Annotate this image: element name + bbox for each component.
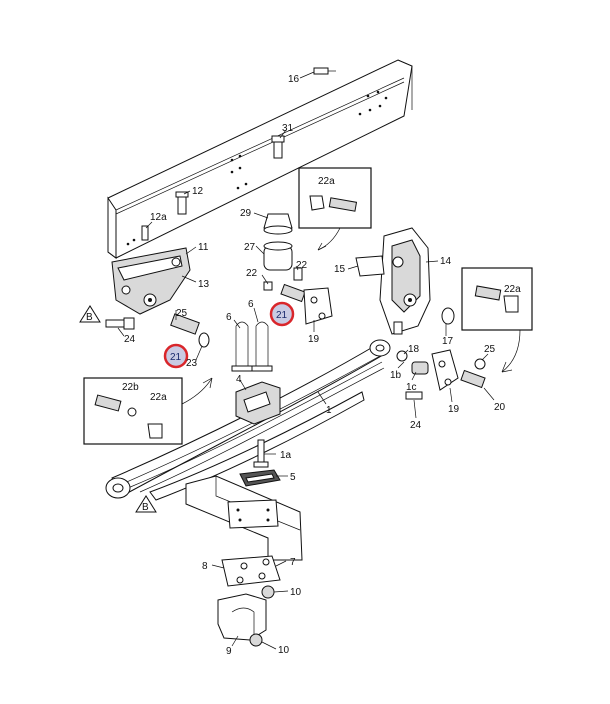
center-bolts: [263, 267, 306, 303]
front-shackle-bolt: [105, 313, 210, 348]
clamp-plate-7-8: [221, 555, 281, 587]
inset-right: [461, 267, 533, 373]
callout-1c: 1c: [406, 382, 417, 393]
bolt-16: [313, 67, 336, 75]
callout-4: 4: [236, 374, 242, 385]
rear-shackle-assembly: [396, 307, 486, 400]
highlight-21-center[interactable]: 21: [269, 301, 295, 327]
callout-13: 13: [198, 279, 210, 290]
rear-hanger-14: [355, 227, 431, 335]
callout-27: 27: [244, 242, 256, 253]
highlight-21-left[interactable]: 21: [163, 343, 189, 369]
callout-11: 11: [198, 242, 209, 253]
highlight-label: 21: [276, 310, 288, 321]
callout-29: 29: [240, 208, 252, 219]
callout-14: 14: [440, 256, 452, 267]
axle-beam: [185, 475, 303, 561]
view-marker-label: B: [86, 312, 93, 323]
callout-18: 18: [408, 344, 420, 355]
u-bolts-6: [231, 321, 273, 372]
callout-19-front: 19: [308, 334, 320, 345]
callout-1b: 1b: [390, 370, 402, 381]
callout-19-rear: 19: [448, 404, 460, 415]
view-marker-b-1: B: [79, 305, 101, 323]
callout-8: 8: [202, 561, 208, 572]
lower-bracket-9: [217, 585, 275, 647]
callout-12a: 12a: [150, 212, 167, 223]
callout-9: 9: [226, 646, 232, 657]
callout-6-left: 6: [226, 312, 232, 323]
inset-labels: 22a 22a 22b 22a: [122, 176, 521, 403]
callout-17: 17: [442, 336, 454, 347]
callout-20: 20: [494, 402, 506, 413]
inset-left-label-22a: 22a: [150, 392, 167, 403]
callout-12: 12: [192, 186, 204, 197]
view-marker-b-2: B: [135, 495, 157, 513]
callout-22-left: 22: [246, 268, 258, 279]
callout-1: 1: [326, 405, 332, 416]
callout-22-right: 22: [296, 260, 308, 271]
callout-24-right: 24: [410, 420, 422, 431]
callout-6-right: 6: [248, 299, 254, 310]
bump-stop-assembly: [263, 135, 293, 271]
callout-31: 31: [282, 123, 294, 134]
callout-25-left: 25: [176, 308, 188, 319]
callout-25-right: 25: [484, 344, 496, 355]
callout-15: 15: [334, 264, 346, 275]
leader-lines: [117, 71, 495, 650]
callout-labels: 16 31 12 12a 29 27 11 13 22 22 15 14 25 …: [124, 74, 506, 657]
inset-top: [298, 167, 372, 251]
callout-7: 7: [290, 557, 296, 568]
callout-1a: 1a: [280, 450, 292, 461]
bolts-12: [141, 191, 189, 241]
callout-23: 23: [186, 358, 198, 369]
callout-16: 16: [288, 74, 300, 85]
spring-seat-4: [235, 381, 281, 425]
callout-24-left: 24: [124, 334, 136, 345]
center-bolt-1a: [239, 439, 281, 487]
callout-10-upper: 10: [290, 587, 302, 598]
highlight-label: 21: [170, 352, 182, 363]
front-bracket-11: [111, 247, 191, 315]
view-marker-label: B: [142, 502, 149, 513]
inset-left: [83, 377, 213, 445]
callout-10-lower: 10: [278, 645, 290, 656]
inset-right-label: 22a: [504, 284, 521, 295]
callout-5: 5: [290, 472, 296, 483]
inset-top-label: 22a: [318, 176, 335, 187]
inset-left-label-22b: 22b: [122, 382, 139, 393]
shackle-19-front: [303, 287, 333, 325]
